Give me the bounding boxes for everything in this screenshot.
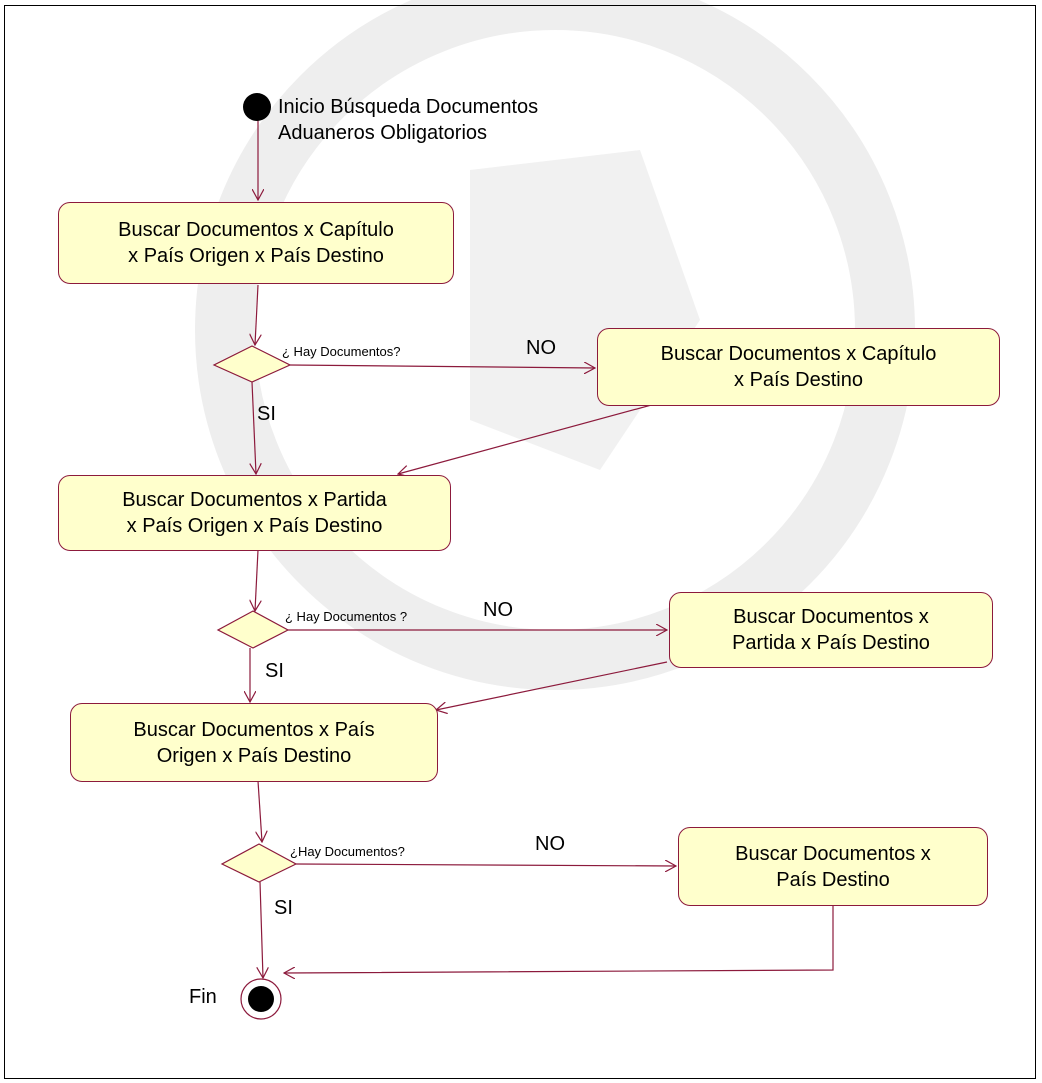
decision-3 — [220, 843, 298, 883]
activity-destino: Buscar Documentos x País Destino — [678, 827, 988, 906]
activity-label: Buscar Documentos x País Destino — [735, 842, 931, 891]
decision-1 — [212, 345, 292, 383]
activity-label: Buscar Documentos x País Origen x País D… — [133, 718, 375, 767]
decision-3-label: ¿Hay Documentos? — [290, 844, 405, 859]
guard-no-1: NO — [526, 337, 556, 359]
end-node-inner — [248, 986, 274, 1012]
decision-1-label: ¿ Hay Documentos? — [282, 344, 401, 359]
activity-origen-destino: Buscar Documentos x País Origen x País D… — [70, 703, 438, 782]
decision-2 — [216, 610, 290, 649]
edge-d1-a3 — [252, 381, 256, 474]
guard-si-3: SI — [274, 897, 293, 919]
guard-no-3: NO — [535, 833, 565, 855]
diagram-frame — [4, 5, 1036, 1079]
guard-no-2: NO — [483, 599, 513, 621]
start-label: Inicio Búsqueda Documentos Aduaneros Obl… — [278, 96, 539, 144]
edge-d1-a2 — [289, 365, 595, 368]
edge-a6-end — [284, 905, 834, 973]
start-node — [243, 93, 271, 121]
guard-si-1: SI — [257, 403, 276, 425]
activity-label: Buscar Documentos x Capítulo x País Dest… — [660, 343, 937, 391]
edge-a4-a5 — [436, 661, 668, 710]
edge-a5-d3 — [258, 780, 262, 842]
edge-a2-a3 — [398, 403, 656, 474]
activity-capitulo-destino: Buscar Documentos x Capítulo x País Dest… — [597, 328, 1000, 406]
edge-d3-end — [260, 881, 263, 978]
activity-label: Buscar Documentos x Partida x País Desti… — [732, 606, 930, 654]
edge-a1-d1 — [255, 284, 258, 345]
activity-label: Buscar Documentos x Capítulo x País Orig… — [118, 219, 394, 267]
activity-partida-destino: Buscar Documentos x Partida x País Desti… — [669, 592, 993, 668]
activity-partida-origen-destino: Buscar Documentos x Partida x País Orige… — [58, 475, 451, 551]
edge-a3-d2 — [255, 549, 258, 611]
activity-capitulo-origen-destino: Buscar Documentos x Capítulo x País Orig… — [58, 202, 454, 284]
activity-label: Buscar Documentos x Partida x País Orige… — [122, 489, 387, 537]
decision-2-label: ¿ Hay Documentos ? — [285, 609, 408, 624]
end-label: Fin — [189, 986, 217, 1008]
guard-si-2: SI — [265, 660, 284, 682]
edge-d3-a6 — [295, 864, 676, 866]
